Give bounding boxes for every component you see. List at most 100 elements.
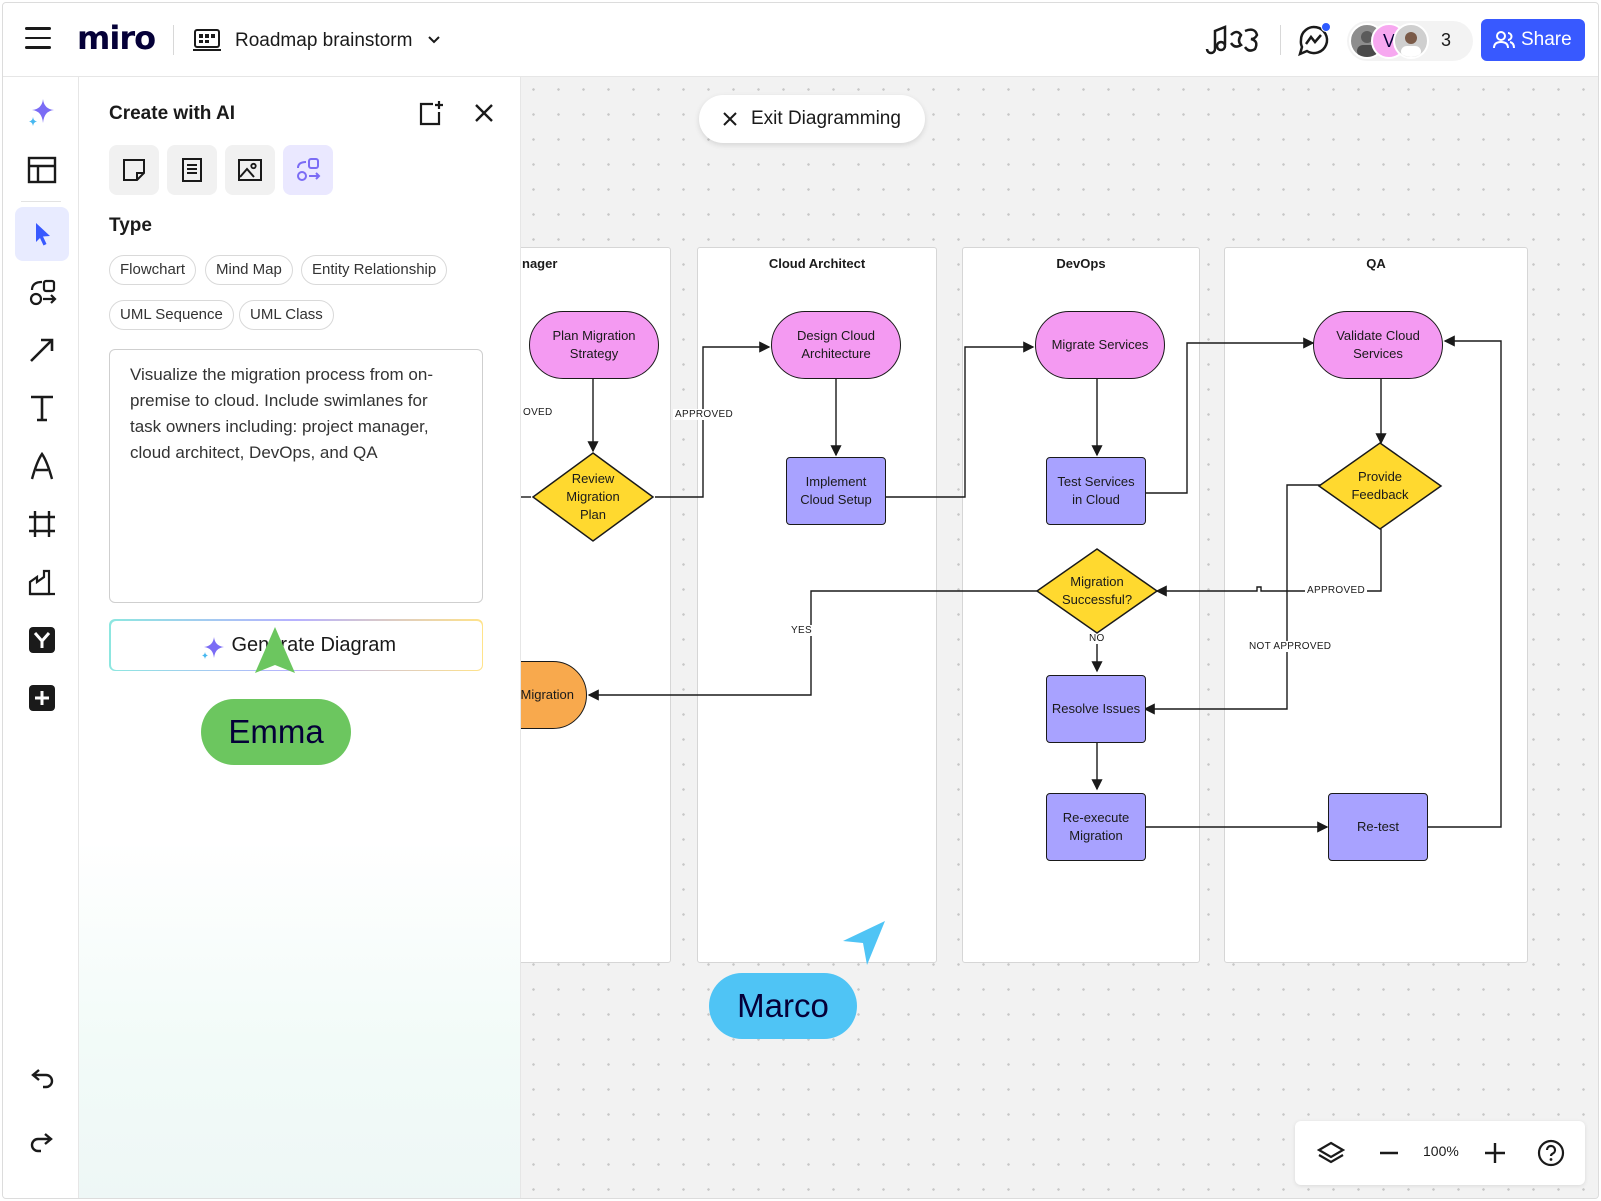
layers-button[interactable] — [1311, 1133, 1351, 1173]
avatar — [1393, 23, 1429, 59]
swimlane-title: QA — [1366, 256, 1386, 271]
node-label: Test Services in Cloud — [1057, 474, 1135, 507]
left-toolbar — [3, 77, 79, 1198]
node-resolve-issues[interactable]: Resolve Issues — [1046, 675, 1146, 743]
plus-square-icon — [29, 685, 55, 711]
undo-icon — [31, 1069, 54, 1089]
node-label: Migration Successful? — [1061, 574, 1133, 607]
type-chip-flowchart[interactable]: Flowchart — [109, 255, 197, 285]
sparkle-icon — [29, 99, 54, 126]
arrow-tool[interactable] — [15, 323, 69, 377]
cursor-arrow-icon — [36, 223, 50, 246]
zoom-out-button[interactable] — [1369, 1133, 1409, 1173]
generate-diagram-button[interactable]: Generate Diagram — [109, 619, 483, 671]
app-integration-tool[interactable] — [15, 613, 69, 667]
sticky-note-mode[interactable] — [109, 145, 159, 195]
type-chip-mind-map[interactable]: Mind Map — [205, 255, 293, 285]
type-chip-uml-sequence[interactable]: UML Sequence — [109, 300, 234, 330]
node-provide-feedback[interactable]: Provide Feedback — [1317, 441, 1443, 531]
shapes-tool[interactable] — [15, 265, 69, 319]
ai-sparkle-tool[interactable] — [15, 85, 69, 139]
node-migrate-services[interactable]: Migrate Services — [1035, 311, 1165, 379]
image-mode[interactable] — [225, 145, 275, 195]
collaborators[interactable]: V 3 — [1347, 21, 1473, 61]
emma-cursor-label: Emma — [201, 699, 351, 765]
divider — [1280, 25, 1281, 55]
board-name[interactable]: Roadmap brainstorm — [235, 30, 413, 51]
pen-a-icon — [30, 451, 54, 480]
edge-label-approved: APPROVED — [1305, 585, 1367, 596]
miro-logo[interactable]: miro — [77, 19, 156, 57]
close-icon[interactable] — [470, 99, 498, 127]
type-heading: Type — [109, 215, 152, 236]
frame-tool[interactable] — [15, 497, 69, 551]
zoom-in-button[interactable] — [1475, 1133, 1515, 1173]
help-button[interactable] — [1531, 1133, 1571, 1173]
node-label: Migration — [521, 687, 574, 702]
redo-icon — [30, 1133, 53, 1153]
new-item-icon[interactable] — [417, 99, 445, 127]
help-question-icon — [1537, 1139, 1565, 1167]
type-chip-uml-class[interactable]: UML Class — [239, 300, 334, 330]
zoom-level[interactable]: 100% — [1423, 1143, 1459, 1159]
swimlane-title: Cloud Architect — [768, 256, 866, 271]
node-migration-successful[interactable]: Migration Successful? — [1035, 547, 1159, 635]
diagram-mode[interactable] — [283, 145, 333, 195]
share-button[interactable]: Share — [1481, 19, 1585, 61]
chart-factory-icon — [28, 569, 55, 596]
divider — [173, 25, 174, 55]
board-canvas[interactable]: nager Cloud Architect DevOps QA — [521, 77, 1598, 1198]
node-test-services-in-cloud[interactable]: Test Services in Cloud — [1046, 457, 1146, 525]
charts-tool[interactable] — [15, 555, 69, 609]
node-plan-migration-strategy[interactable]: Plan Migration Strategy — [529, 311, 659, 379]
board-icon — [193, 29, 221, 51]
close-icon — [723, 112, 737, 126]
music-reactions-icon[interactable] — [1203, 21, 1263, 57]
node-label: Resolve Issues — [1051, 701, 1141, 716]
exit-diagramming-button[interactable]: Exit Diagramming — [699, 95, 925, 143]
node-re-test[interactable]: Re-test — [1328, 793, 1428, 861]
layers-icon — [1317, 1141, 1345, 1164]
create-with-ai-panel: Create with AI — [79, 77, 521, 1198]
text-tool[interactable] — [15, 381, 69, 435]
diamond-shape — [1035, 548, 1159, 634]
edge-label-no: NO — [1087, 633, 1107, 644]
sticky-note-icon — [123, 159, 145, 181]
diagram-shapes-icon — [297, 158, 321, 181]
templates-tool[interactable] — [15, 143, 69, 197]
pen-tool[interactable] — [15, 439, 69, 493]
node-re-execute-migration[interactable]: Re-execute Migration — [1046, 793, 1146, 861]
more-apps-tool[interactable] — [15, 671, 69, 725]
document-mode[interactable] — [167, 145, 217, 195]
plus-icon — [1485, 1143, 1505, 1163]
top-bar: miro Roadmap brainstorm V — [3, 3, 1598, 77]
prompt-input[interactable]: Visualize the migration process from on-… — [109, 349, 483, 603]
redo-button[interactable] — [15, 1117, 69, 1171]
undo-button[interactable] — [15, 1053, 69, 1107]
node-label: Re-execute Migration — [1062, 810, 1130, 843]
chat-activity-icon[interactable] — [1295, 21, 1333, 59]
node-implement-cloud-setup[interactable]: Implement Cloud Setup — [786, 457, 886, 525]
marco-cursor-arrow-icon — [843, 921, 885, 965]
exit-label: Exit Diagramming — [751, 108, 901, 129]
chevron-down-icon[interactable] — [425, 31, 443, 49]
marco-cursor-label: Marco — [709, 973, 857, 1039]
hamburger-menu-icon[interactable] — [25, 27, 51, 51]
divider — [21, 201, 61, 202]
emma-cursor-arrow-icon — [255, 627, 295, 673]
node-design-cloud-architecture[interactable]: Design Cloud Architecture — [771, 311, 901, 379]
notification-dot — [1321, 22, 1331, 32]
collaborator-count: 3 — [1441, 30, 1452, 50]
type-chip-entity-relationship[interactable]: Entity Relationship — [301, 255, 448, 285]
share-label: Share — [1521, 29, 1572, 50]
sparkle-icon — [201, 636, 224, 659]
node-migration[interactable]: Migration — [521, 661, 587, 729]
node-review-migration-plan[interactable]: Review Migration Plan — [531, 451, 655, 543]
select-tool[interactable] — [15, 207, 69, 261]
diamond-shape — [531, 452, 655, 542]
diamond-shape — [1317, 442, 1443, 530]
node-validate-cloud-services[interactable]: Validate Cloud Services — [1313, 311, 1443, 379]
generate-diagram-button-inner: Generate Diagram — [110, 620, 482, 670]
node-label: Migrate Services — [1051, 337, 1149, 352]
